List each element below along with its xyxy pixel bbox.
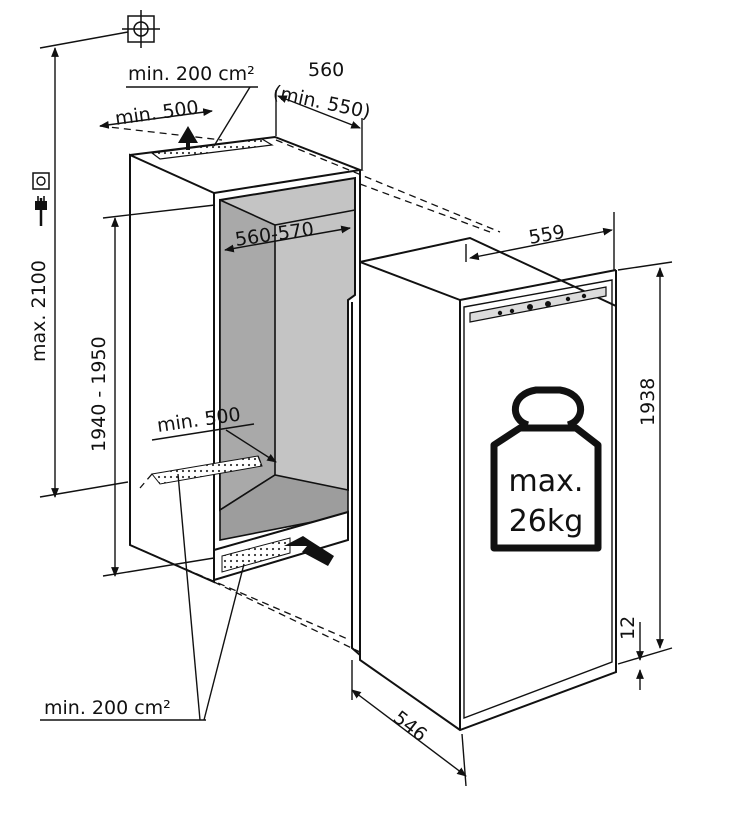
appliance-height-top-ext <box>617 261 673 271</box>
niche-width-min-label: (min. 550) <box>271 81 372 123</box>
niche-height-top-ext <box>102 204 216 219</box>
guide-bottom-2 <box>129 544 351 641</box>
max-height-top-ext <box>39 31 129 49</box>
socket-icon <box>32 172 50 190</box>
top-vent-grille <box>150 138 274 160</box>
target-icon <box>122 10 160 48</box>
appliance-door <box>463 279 613 720</box>
vent-bottom-label: min. 200 cm² <box>44 697 171 719</box>
guide-top-back <box>275 139 501 233</box>
control-panel <box>469 286 607 323</box>
appliance <box>351 236 617 732</box>
appliance-width-label: 559 <box>527 221 567 249</box>
appliance-depth-dimension <box>351 689 467 777</box>
appliance-depth-ext-right <box>461 733 467 787</box>
niche-height-bottom-ext <box>102 557 215 577</box>
plinth-grille <box>221 537 291 573</box>
top-clearance-guide <box>99 125 223 141</box>
guide-bottom <box>213 581 361 653</box>
airflow-in-arrow <box>284 536 334 566</box>
vent-top-label: min. 200 cm² <box>128 63 255 85</box>
niche <box>129 135 364 584</box>
max-height-label: max. 2100 <box>28 260 50 362</box>
top-clearance-label: min. 500 <box>114 96 200 130</box>
guide-top-front <box>359 183 491 233</box>
niche-left-side <box>129 153 215 584</box>
bottom-clearance-underline <box>151 423 255 441</box>
vent-bottom-leader-2 <box>203 563 245 721</box>
gap-label: 12 <box>617 616 639 640</box>
appliance-top-right-edge <box>459 269 617 301</box>
max-load-line2: 26kg <box>509 504 584 539</box>
airflow-up-arrow <box>178 126 198 150</box>
plug-icon <box>35 196 47 226</box>
niche-height-label: 1940 - 1950 <box>88 336 110 452</box>
appliance-height-label: 1938 <box>637 378 659 426</box>
appliance-height-bottom-ext <box>617 647 673 665</box>
niche-width-label: 560 <box>308 59 344 81</box>
bottom-vent-guides <box>139 455 263 489</box>
niche-top-edge <box>274 209 356 226</box>
inner-width-dimension <box>224 225 351 253</box>
max-load-line1: max. <box>509 464 584 499</box>
appliance-depth-label: 546 <box>389 707 431 747</box>
niche-width-dimension <box>277 95 361 129</box>
top-clearance-dimension <box>99 108 213 129</box>
vent-bottom-leader-1 <box>177 473 201 721</box>
niche-floor <box>219 474 349 541</box>
appliance-width-dimension <box>469 227 613 261</box>
bottom-vent-grille <box>151 455 263 485</box>
door-hinge-side <box>351 302 361 656</box>
appliance-top-front-edge <box>359 261 461 301</box>
bottom-clearance-arrow <box>225 429 277 463</box>
weight-icon: max. 26kg <box>490 386 602 552</box>
vent-top-leader <box>213 86 251 147</box>
control-panel-buttons <box>497 293 587 316</box>
